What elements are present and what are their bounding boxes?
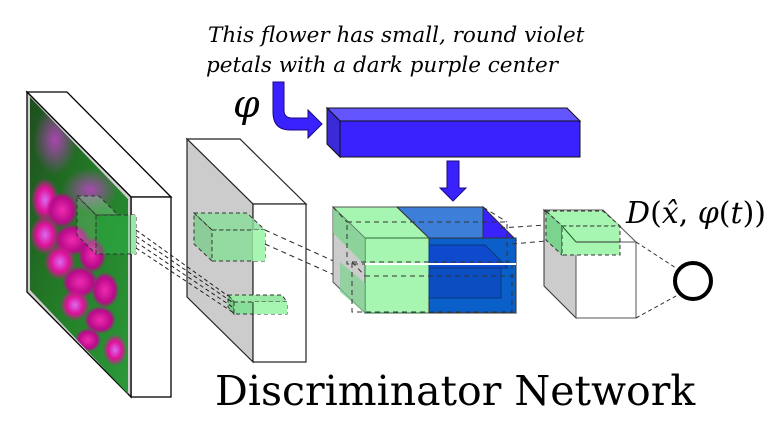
conv-layer-1	[185, 137, 308, 364]
caption-line-2: petals with a dark purple center	[206, 53, 560, 78]
text-embedding-bar	[325, 106, 582, 159]
input-image-layer	[25, 90, 173, 399]
curved-arrow-icon	[272, 81, 323, 140]
caption: This flower has small, round violet peta…	[206, 23, 585, 78]
connector-lines-4	[635, 241, 677, 319]
output-node	[673, 261, 713, 301]
output-label-d: D	[625, 196, 650, 231]
output-label: D(x̂, φ(t))	[625, 196, 766, 231]
connector-lines-3	[499, 224, 547, 245]
diagram-title: Discriminator Network	[215, 367, 696, 415]
connector-lines-1	[135, 229, 235, 314]
concat-block	[331, 205, 518, 315]
down-arrow-icon	[438, 160, 468, 202]
caption-line-1: This flower has small, round violet	[208, 23, 585, 48]
output-label-t: t	[731, 196, 744, 231]
conv-layer-final	[542, 208, 638, 320]
output-label-xhat: x̂	[662, 196, 679, 231]
output-label-phi: φ	[698, 196, 719, 231]
phi-symbol: φ	[233, 82, 260, 126]
